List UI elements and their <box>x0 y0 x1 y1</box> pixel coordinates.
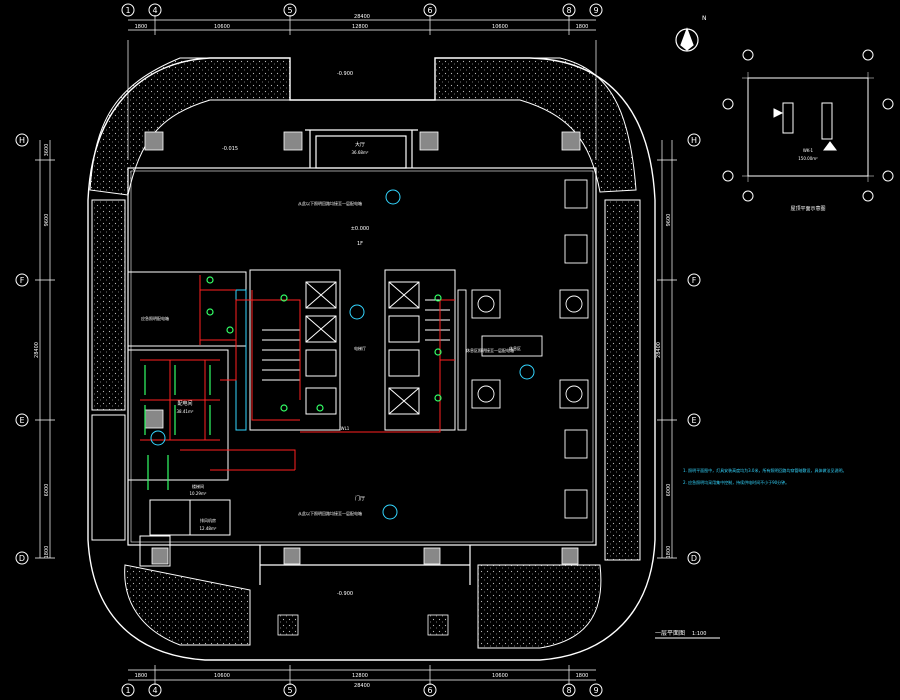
dim-bottom-seg-3: 12800 <box>352 673 368 679</box>
grid-label-bottom-6: 6 <box>427 686 432 695</box>
grid-label-left-d: D <box>19 554 25 563</box>
circuit-label: WL1 <box>341 426 350 431</box>
inset-label-b: 150.00m² <box>798 156 818 161</box>
room-hall-floor: 1F <box>357 241 363 247</box>
note-top-band: 从此以下照明回路均接至一层配电箱 <box>298 200 362 206</box>
room-core: 电梯厅 <box>354 345 366 351</box>
room-small-area: 12.48m² <box>200 526 217 531</box>
dim-top-seg-1: 1800 <box>135 24 148 30</box>
inset-label-a: WK-1 <box>803 148 814 153</box>
room-lobby-top-area: 36.68m² <box>352 150 369 155</box>
landscape-planters <box>89 57 641 649</box>
grid-bubbles <box>15 3 701 697</box>
annotation-bubbles <box>150 189 535 520</box>
plan-scale: 1:100 <box>692 631 706 637</box>
lounge-furniture <box>457 179 589 519</box>
note-bottom-band: 从此以下照明回路均接至一层配电箱 <box>298 510 362 516</box>
dim-top-total: 28400 <box>354 14 370 20</box>
elevation-outside-bottom: -0.900 <box>337 591 353 597</box>
room-left-area: 38.41m² <box>177 409 194 414</box>
grid-label-left-f: F <box>20 276 25 285</box>
dim-left-seg-1: 3600 <box>44 144 50 157</box>
elevation-outside-top: -0.900 <box>337 71 353 77</box>
note-left: 应急照明配电箱 <box>141 315 169 321</box>
grid-label-bottom-4: 4 <box>152 686 157 695</box>
dim-right-seg-2: 6000 <box>666 484 672 497</box>
north-arrow-icon <box>675 27 699 52</box>
dim-bottom-total: 28400 <box>354 683 370 689</box>
room-lobby-top: 大厅 <box>355 141 365 148</box>
structural-columns <box>144 131 581 636</box>
inset-title: 屋顶平面示意图 <box>790 205 825 212</box>
dim-right-seg-3: 1800 <box>666 546 672 559</box>
dim-bottom-seg-2: 10600 <box>214 673 230 679</box>
dim-bottom-seg-1: 1800 <box>135 673 148 679</box>
grid-label-right-h: H <box>691 136 697 145</box>
grid-label-top-5: 5 <box>287 6 292 15</box>
dim-left-seg-4: 1800 <box>44 546 50 559</box>
note-right: 休息区照明接至一层配电箱 <box>466 347 514 353</box>
dim-top-seg-4: 10600 <box>492 24 508 30</box>
site-boundary <box>87 57 656 661</box>
dim-left-total: 28400 <box>34 342 40 358</box>
dim-right-seg-1: 9600 <box>666 214 672 227</box>
dim-left-seg-2: 9600 <box>44 214 50 227</box>
dim-top-seg-2: 10600 <box>214 24 230 30</box>
room-side-area: 10.29m² <box>190 491 207 496</box>
light-fixtures <box>144 276 442 490</box>
building-walls <box>127 129 597 585</box>
grid-label-top-8: 8 <box>566 6 571 15</box>
grid-label-top-6: 6 <box>427 6 432 15</box>
service-core <box>249 269 456 431</box>
grid-label-top-4: 4 <box>152 6 157 15</box>
grid-label-left-e: E <box>19 416 24 425</box>
room-lounge: 休息区 <box>509 345 521 351</box>
notes-item-2: 2. 应急照明均采用集中控制，持续供电时间不小于90分钟。 <box>683 479 789 485</box>
grid-label-bottom-8: 8 <box>566 686 571 695</box>
room-side: 楼梯间 <box>192 483 204 489</box>
grid-label-right-d: D <box>691 554 697 563</box>
grid-label-top-1: 1 <box>125 6 130 15</box>
lighting-circuits <box>140 275 455 471</box>
dim-bottom-seg-5: 1800 <box>576 673 589 679</box>
room-small: 排风机房 <box>200 517 216 523</box>
elevation-inside: ±0.000 <box>351 226 370 232</box>
dim-left-seg-3: 6000 <box>44 484 50 497</box>
grid-label-left-h: H <box>19 136 25 145</box>
grid-label-right-e: E <box>691 416 696 425</box>
grid-label-right-f: F <box>692 276 697 285</box>
grid-label-top-9: 9 <box>593 6 598 15</box>
room-lobby-bottom: 门厅 <box>355 495 365 502</box>
dimension-lines <box>35 15 677 685</box>
dim-top-seg-3: 12800 <box>352 24 368 30</box>
dim-bottom-seg-4: 10600 <box>492 673 508 679</box>
dim-top-seg-5: 1800 <box>576 24 589 30</box>
elevation-outside-left: -0.015 <box>222 146 238 152</box>
grid-label-bottom-5: 5 <box>287 686 292 695</box>
grid-label-bottom-9: 9 <box>593 686 598 695</box>
roof-inset <box>722 49 894 202</box>
north-label: N <box>702 15 707 22</box>
grid-label-bottom-1: 1 <box>125 686 130 695</box>
dim-right-total: 28400 <box>656 342 662 358</box>
notes-item-1: 1. 照明平面图中，灯具安装高度均为3.0米，所有照明回路均穿管暗敷设，具体做法… <box>683 467 846 473</box>
plan-title: 一层平面图 <box>655 630 685 637</box>
room-left: 配电间 <box>177 400 192 407</box>
